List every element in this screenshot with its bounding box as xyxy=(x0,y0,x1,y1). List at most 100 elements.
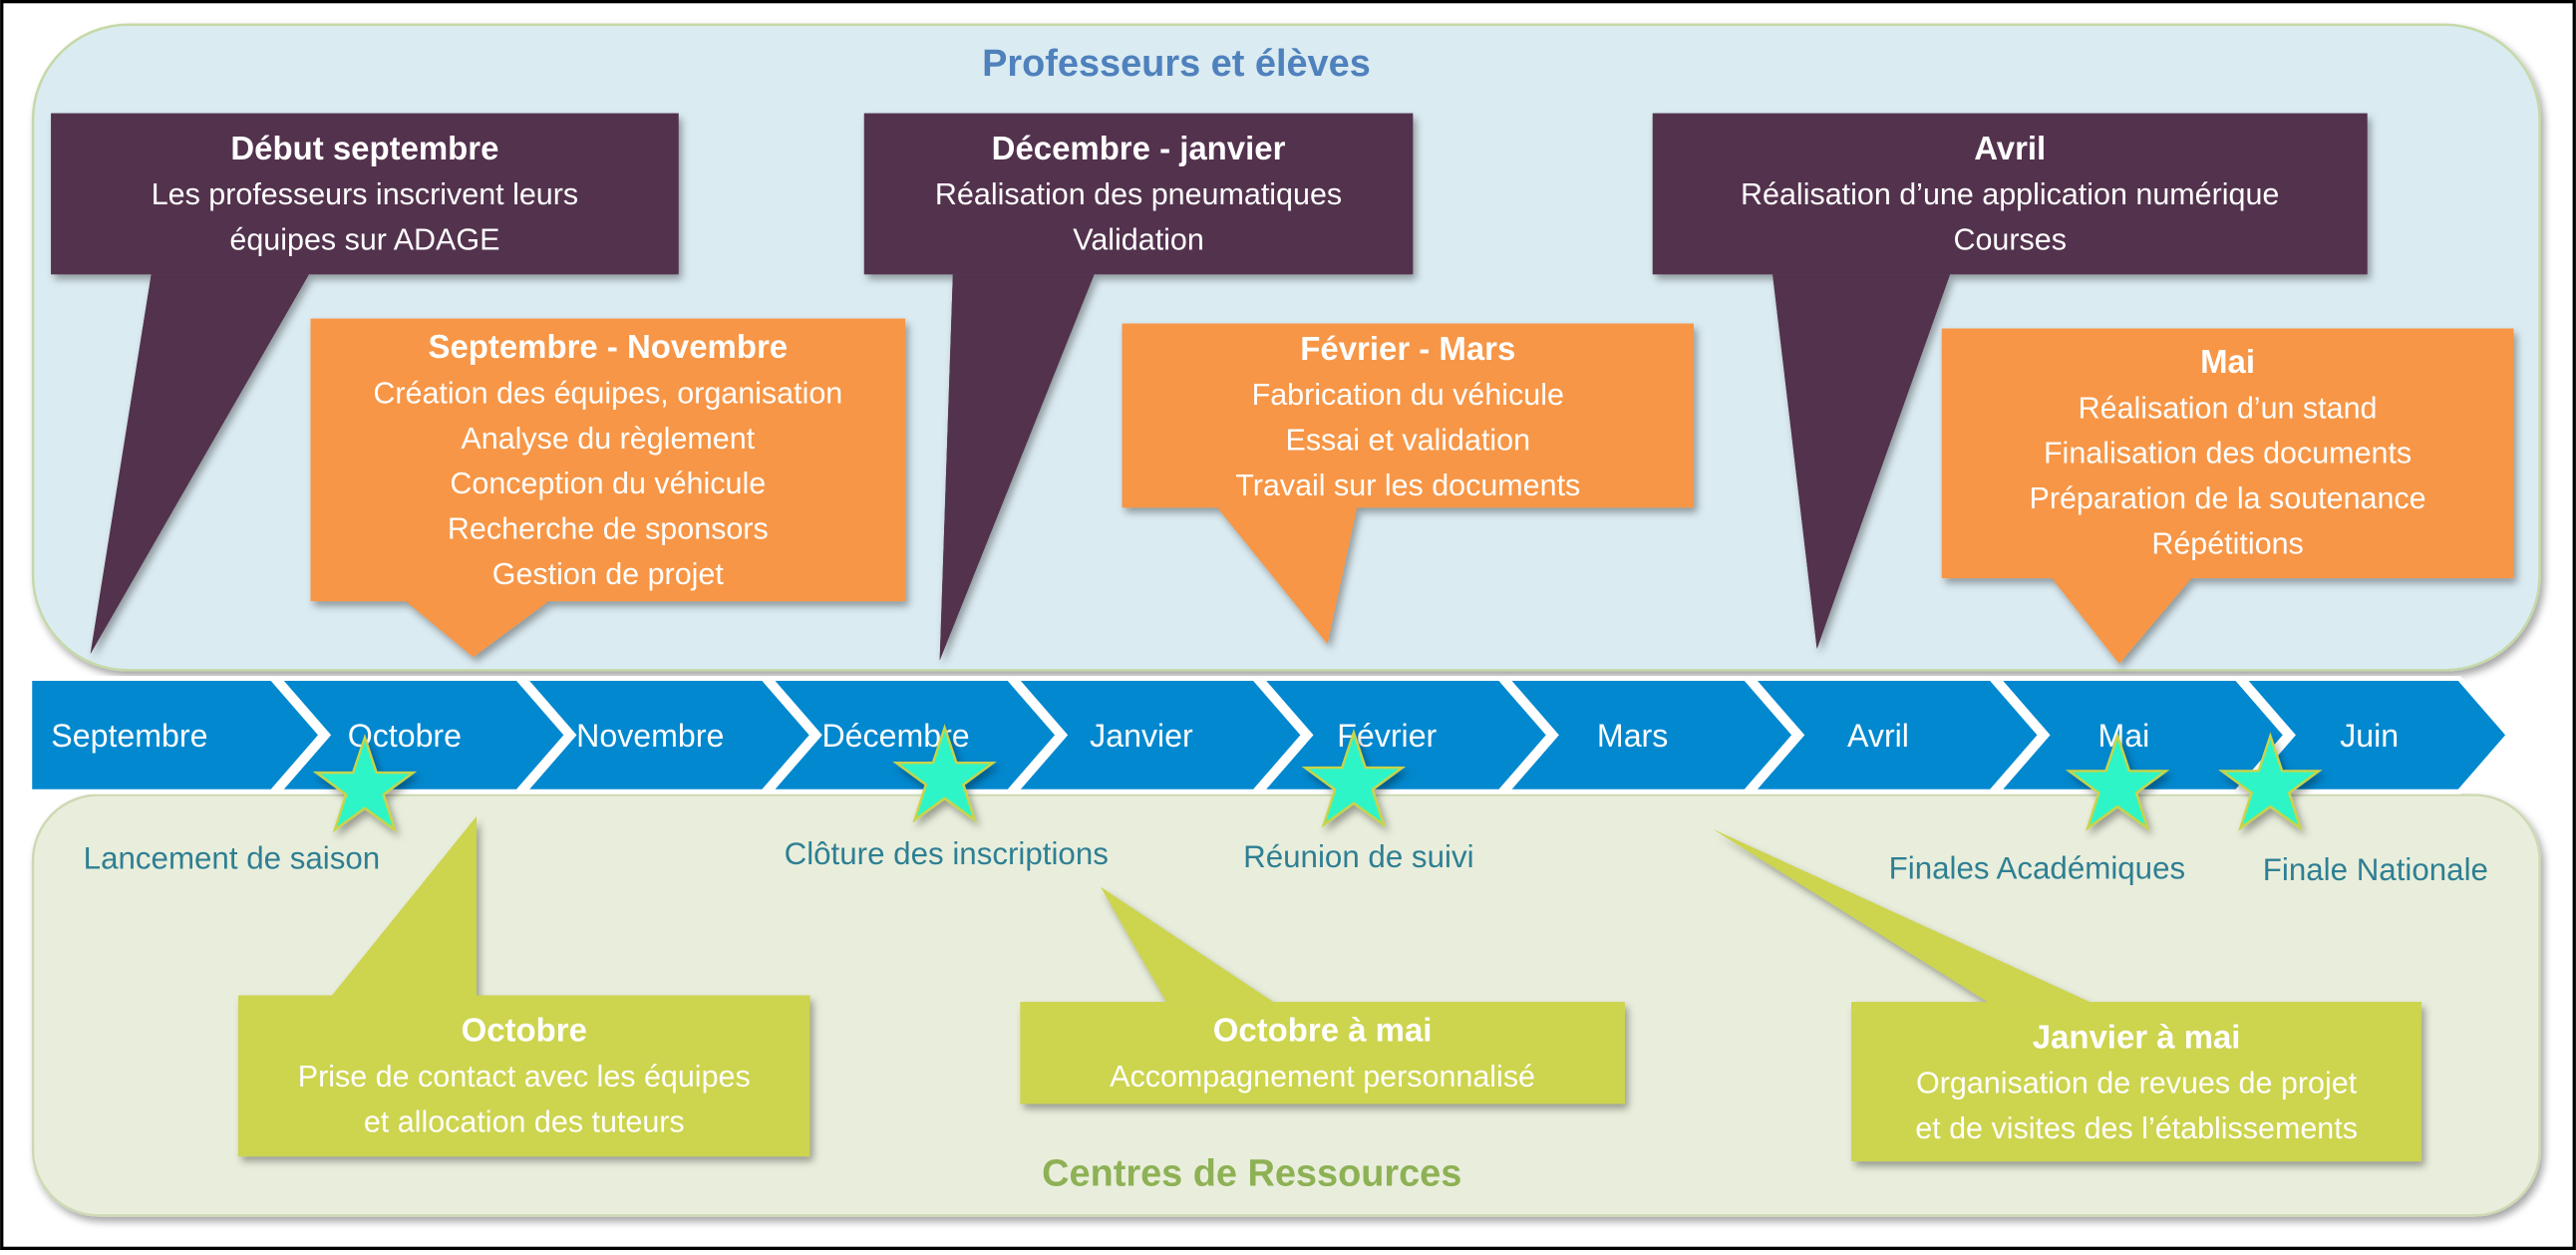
bottom-callout-title: Janvier à mai xyxy=(2033,1018,2241,1055)
star-icon xyxy=(2065,732,2170,831)
top-callout-pointer-fill xyxy=(939,274,1095,661)
milestone xyxy=(2065,732,2170,831)
month-chevron-shape xyxy=(518,676,816,794)
milestone xyxy=(1301,729,1407,828)
top-callout-line: équipes sur ADAGE xyxy=(229,222,499,256)
month-chevron-shape xyxy=(2237,676,2512,794)
top-callout-line: Création des équipes, organisation xyxy=(373,377,842,411)
top-callout-box-fill xyxy=(310,318,906,602)
top-callout-line: Réalisation d’un stand xyxy=(2079,391,2378,425)
month-chevron: Janvier xyxy=(1010,676,1307,794)
top-callout-line: Analyse du règlement xyxy=(461,422,755,456)
milestone-label: Finale Nationale xyxy=(2263,852,2488,887)
bottom-callout-line: Organisation de revues de projet xyxy=(1916,1067,2358,1100)
bottom-callout-line: et de visites des l’établissements xyxy=(1915,1111,2358,1145)
month-label: Mars xyxy=(1597,718,1668,754)
month-chevron: Novembre xyxy=(518,676,816,794)
star-icon xyxy=(2218,732,2323,831)
milestone-label: Réunion de suivi xyxy=(1243,839,1473,874)
star-icon xyxy=(1301,729,1407,828)
top-callout-title: Mai xyxy=(2200,343,2255,380)
top-callout-box-fill xyxy=(51,113,679,275)
month-chevron: Juin xyxy=(2237,676,2512,794)
top-callout-line: Fabrication du véhicule xyxy=(1252,378,1564,412)
top-callout-box-fill xyxy=(1122,323,1695,508)
top-callout-title: Février - Mars xyxy=(1300,330,1515,367)
top-callout-line: Gestion de projet xyxy=(492,557,725,591)
top-callout-box-fill xyxy=(863,113,1414,275)
bottom-callout-box-fill xyxy=(238,995,810,1157)
milestone-stars xyxy=(312,724,2323,833)
month-chevron: Septembre xyxy=(27,676,325,794)
month-chevron-shape xyxy=(272,676,570,794)
top-callout-title: Décembre - janvier xyxy=(992,130,1286,166)
top-callout-line: Réalisation d’une application numérique xyxy=(1741,177,2279,211)
top-section-title: Professeurs et élèves xyxy=(982,43,1371,85)
top-callout-pointer-fill xyxy=(406,601,549,658)
milestone-labels: Lancement de saison Clôture des inscripti… xyxy=(84,836,2488,887)
top-callout-line: Répétitions xyxy=(2151,526,2303,560)
star-icon xyxy=(312,733,418,833)
month-chevron: Mars xyxy=(1500,676,1798,794)
month-chevron: Avril xyxy=(1747,676,2044,794)
milestone-label: Clôture des inscriptions xyxy=(785,836,1109,871)
top-callout-line: Finalisation des documents xyxy=(2044,437,2412,471)
month-label: Janvier xyxy=(1090,718,1193,754)
top-callout-line: Réalisation des pneumatiques xyxy=(935,177,1342,211)
month-chevron-shape xyxy=(1010,676,1307,794)
top-callout-pointer-fill xyxy=(90,274,309,654)
month-label: Novembre xyxy=(576,718,724,754)
top-callout-line: Essai et validation xyxy=(1285,424,1530,458)
top-callout-line: Courses xyxy=(1953,222,2066,256)
top-callout-title: Début septembre xyxy=(230,130,498,166)
top-callout-line: Conception du véhicule xyxy=(450,467,766,500)
milestone xyxy=(892,724,997,823)
top-callout-line: Préparation de la soutenance xyxy=(2030,481,2426,515)
bottom-callout-line: Prise de contact avec les équipes xyxy=(298,1060,751,1094)
month-chevron-shape xyxy=(1992,676,2290,794)
top-callout-line: Validation xyxy=(1073,222,1204,256)
bottom-callout-title: Octobre xyxy=(462,1012,587,1049)
top-callout-title: Avril xyxy=(1974,130,2046,166)
top-callout-pointer-fill xyxy=(2052,578,2192,664)
milestone-label: Lancement de saison xyxy=(84,841,381,876)
top-callout-pointer-fill xyxy=(1217,507,1358,644)
month-label: Septembre xyxy=(51,718,207,754)
bottom-callout-box-fill xyxy=(1020,1002,1625,1104)
top-callout-box-fill xyxy=(1652,113,2368,275)
bottom-callout-line: Accompagnement personnalisé xyxy=(1110,1060,1535,1094)
month-chevron-shape xyxy=(27,676,325,794)
month-chevron: Mai xyxy=(1992,676,2290,794)
month-chevron-shape xyxy=(1500,676,1798,794)
milestone xyxy=(2218,732,2323,831)
bottom-callout-box-fill xyxy=(1851,1002,2422,1162)
top-callout-line: Recherche de sponsors xyxy=(448,511,769,545)
month-chevron-shape xyxy=(1255,676,1553,794)
month-chevron-shape xyxy=(1747,676,2044,794)
top-callout-line: Travail sur les documents xyxy=(1235,469,1580,502)
bottom-section-title: Centres de Ressources xyxy=(1042,1153,1461,1195)
top-callout-line: Les professeurs inscrivent leurs xyxy=(152,177,578,211)
top-callout-title: Septembre - Novembre xyxy=(429,328,789,365)
bottom-callout-title: Octobre à mai xyxy=(1213,1012,1433,1049)
top-callout-pointer-fill xyxy=(1772,274,1951,649)
milestone xyxy=(312,733,418,833)
month-label: Avril xyxy=(1847,718,1909,754)
bottom-callout-line: et allocation des tuteurs xyxy=(364,1104,685,1138)
milestone-label: Finales Académiques xyxy=(1889,851,2186,886)
star-icon xyxy=(892,724,997,823)
month-label: Juin xyxy=(2340,718,2399,754)
top-callout-box-fill xyxy=(1941,328,2514,579)
